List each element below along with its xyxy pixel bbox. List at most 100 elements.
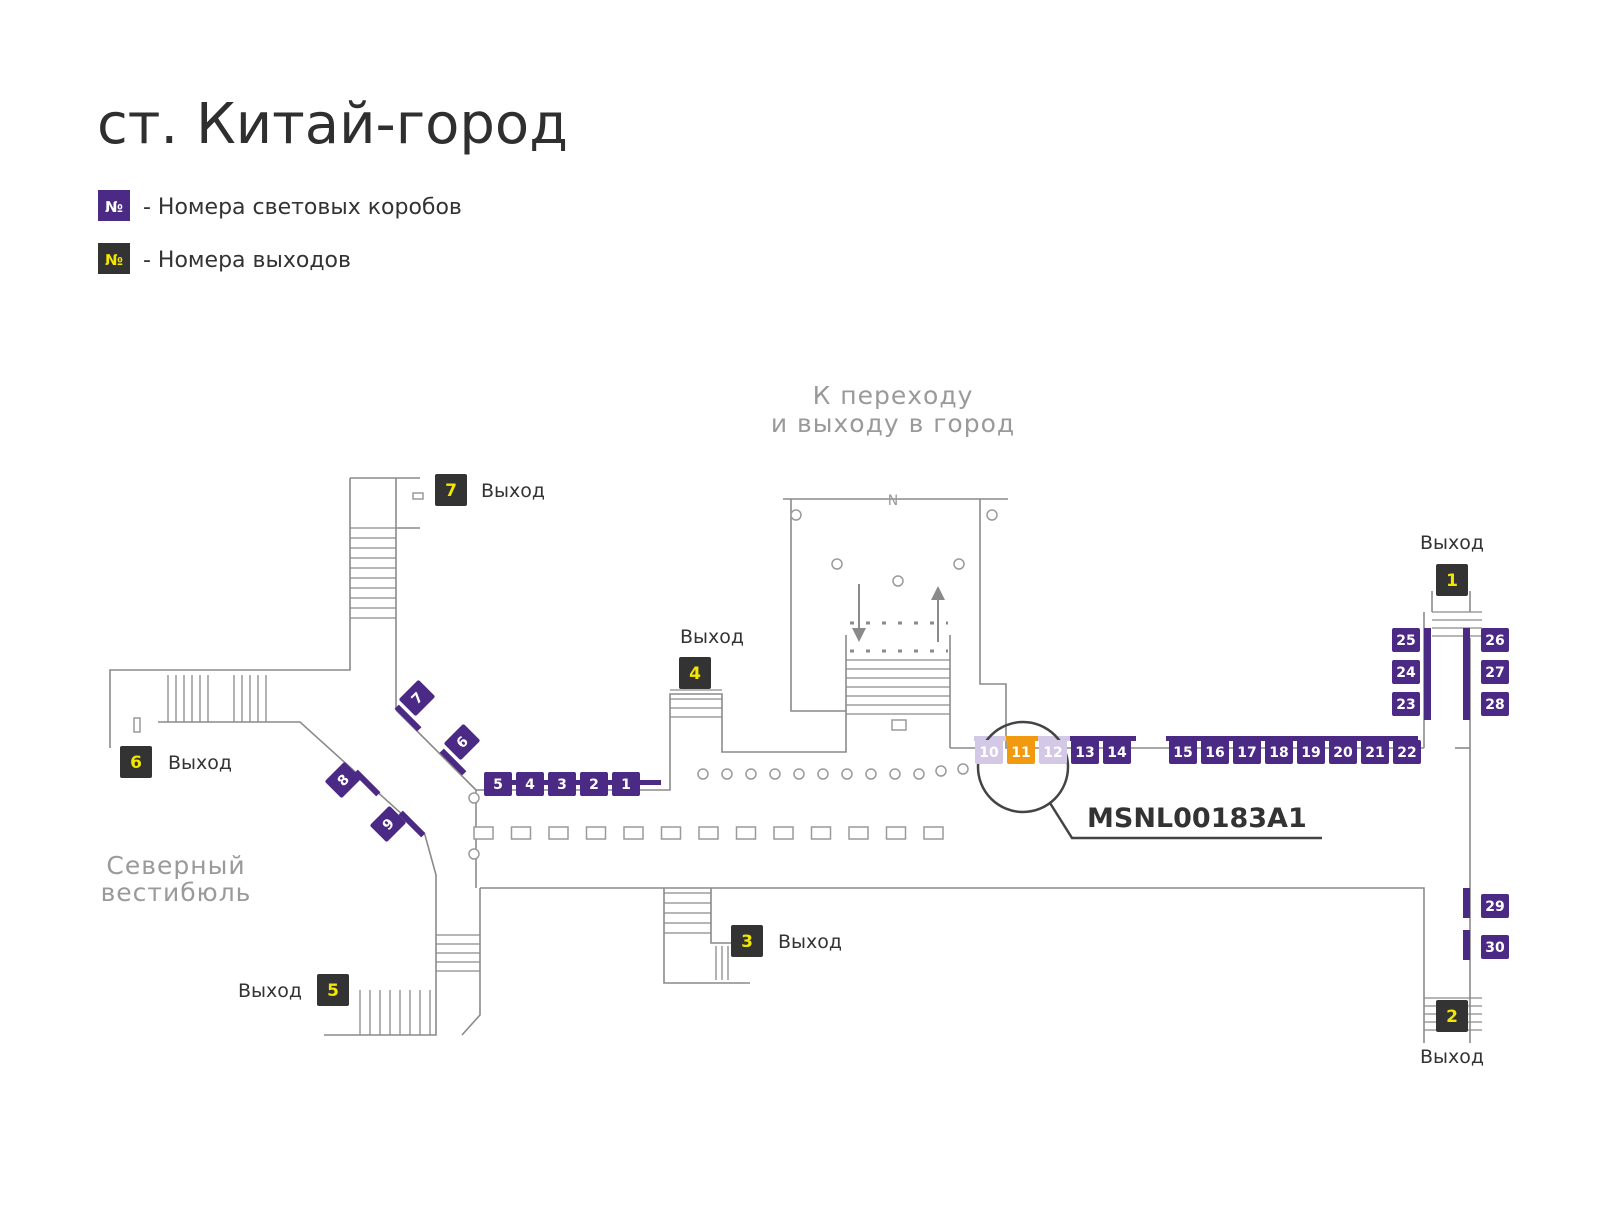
light-box-number: 14 bbox=[1107, 745, 1127, 761]
light-box-number: 17 bbox=[1237, 745, 1256, 761]
exit-badge bbox=[317, 974, 349, 1006]
light-box-1[interactable]: 1 bbox=[612, 772, 640, 796]
exit-label: Выход bbox=[238, 980, 302, 1002]
pillar bbox=[986, 509, 998, 521]
light-box-11[interactable]: 11 bbox=[1007, 740, 1035, 764]
light-box-5[interactable]: 5 bbox=[484, 772, 512, 796]
light-box-8[interactable]: 8 bbox=[325, 762, 362, 799]
exit-6[interactable]: 6 Выход bbox=[120, 746, 232, 778]
light-box-6[interactable]: 6 bbox=[444, 724, 481, 761]
pillar bbox=[865, 768, 877, 780]
light-box-2[interactable]: 2 bbox=[580, 772, 608, 796]
light-box-15[interactable]: 15 bbox=[1169, 740, 1197, 764]
exit-badge bbox=[679, 657, 711, 689]
light-box-18[interactable]: 18 bbox=[1265, 740, 1293, 764]
legend-box-label: - Номера световых коробов bbox=[143, 195, 462, 220]
light-box-19[interactable]: 19 bbox=[1297, 740, 1325, 764]
light-box-number: 29 bbox=[1485, 899, 1504, 915]
bench bbox=[585, 826, 607, 840]
light-box-25[interactable]: 25 bbox=[1392, 628, 1420, 652]
light-box-12[interactable]: 12 bbox=[1039, 740, 1067, 764]
legend: № - Номера световых коробов № - Номера в… bbox=[98, 190, 462, 274]
light-box-number: 11 bbox=[1011, 745, 1030, 761]
bench bbox=[660, 826, 682, 840]
fixture bbox=[133, 717, 141, 733]
light-box-30[interactable]: 30 bbox=[1481, 935, 1509, 959]
light-box-23[interactable]: 23 bbox=[1392, 692, 1420, 716]
bench bbox=[773, 826, 794, 840]
stairs-exit-4 bbox=[670, 689, 722, 718]
light-box-4[interactable]: 4 bbox=[516, 772, 544, 796]
bench bbox=[623, 826, 644, 840]
light-box-17[interactable]: 17 bbox=[1233, 740, 1261, 764]
exit-badge bbox=[1436, 564, 1468, 596]
sign-mount-bar bbox=[1038, 736, 1070, 741]
escalators-center bbox=[846, 659, 950, 715]
north-vestibule-line2: вестибюль bbox=[101, 878, 252, 907]
light-box-22[interactable]: 22 bbox=[1393, 740, 1421, 764]
legend-box-symbol: № bbox=[105, 198, 123, 216]
legend-exit-symbol: № bbox=[105, 251, 123, 269]
light-box-number: 23 bbox=[1396, 697, 1415, 713]
sign-mount-bar bbox=[439, 748, 467, 776]
light-box-29[interactable]: 29 bbox=[1481, 894, 1509, 918]
light-box-20[interactable]: 20 bbox=[1329, 740, 1357, 764]
light-box-21[interactable]: 21 bbox=[1361, 740, 1389, 764]
light-box-3[interactable]: 3 bbox=[548, 772, 576, 796]
light-box-10[interactable]: 10 bbox=[975, 740, 1003, 764]
bench bbox=[923, 826, 944, 840]
escalator-arrows bbox=[850, 584, 948, 653]
light-box-number: 24 bbox=[1396, 665, 1416, 681]
sign-mount-bar bbox=[496, 780, 661, 785]
sign-mount-bar bbox=[353, 769, 381, 797]
sign-mount-bar bbox=[398, 810, 426, 838]
north-vestibule-line1: Северный bbox=[106, 851, 245, 880]
exit-number: 2 bbox=[1446, 1007, 1458, 1027]
light-box-number: 16 bbox=[1205, 745, 1224, 761]
pillar bbox=[957, 763, 969, 775]
exit-badge bbox=[731, 925, 763, 957]
light-box-number: 19 bbox=[1301, 745, 1320, 761]
light-box-number: 5 bbox=[493, 777, 503, 793]
transfer-label-line2: и выходу в город bbox=[771, 409, 1015, 438]
light-box-16[interactable]: 16 bbox=[1201, 740, 1229, 764]
light-box-28[interactable]: 28 bbox=[1481, 692, 1509, 716]
light-box-number: 21 bbox=[1365, 745, 1384, 761]
stairs-exit-1 bbox=[1432, 611, 1482, 637]
pillar bbox=[831, 558, 843, 570]
light-box-13[interactable]: 13 bbox=[1071, 740, 1099, 764]
light-box-number: 3 bbox=[557, 777, 567, 793]
light-box-number: 30 bbox=[1485, 940, 1505, 956]
sign-mount-bar bbox=[974, 736, 1006, 741]
benches bbox=[133, 492, 944, 840]
light-box-24[interactable]: 24 bbox=[1392, 660, 1420, 684]
legend-box-swatch bbox=[98, 190, 130, 221]
sign-bars bbox=[353, 628, 1470, 960]
light-box-number: 10 bbox=[979, 745, 999, 761]
exit-number: 6 bbox=[130, 753, 142, 773]
light-box-14[interactable]: 14 bbox=[1103, 740, 1131, 764]
pillar bbox=[697, 768, 709, 780]
exit-label: Выход bbox=[1420, 1046, 1484, 1068]
pillar bbox=[793, 768, 805, 780]
highlight-circle bbox=[976, 720, 1070, 814]
highlight-code: MSNL00183A1 bbox=[1087, 803, 1307, 834]
light-box-7[interactable]: 7 bbox=[399, 680, 436, 717]
light-box-number: 28 bbox=[1485, 697, 1504, 713]
light-box-number: 22 bbox=[1397, 745, 1416, 761]
exit-label: Выход bbox=[168, 752, 232, 774]
exit-number: 1 bbox=[1446, 571, 1458, 591]
light-box-9[interactable]: 9 bbox=[370, 806, 407, 843]
light-box-26[interactable]: 26 bbox=[1481, 628, 1509, 652]
light-box-27[interactable]: 27 bbox=[1481, 660, 1509, 684]
bench bbox=[473, 826, 494, 840]
